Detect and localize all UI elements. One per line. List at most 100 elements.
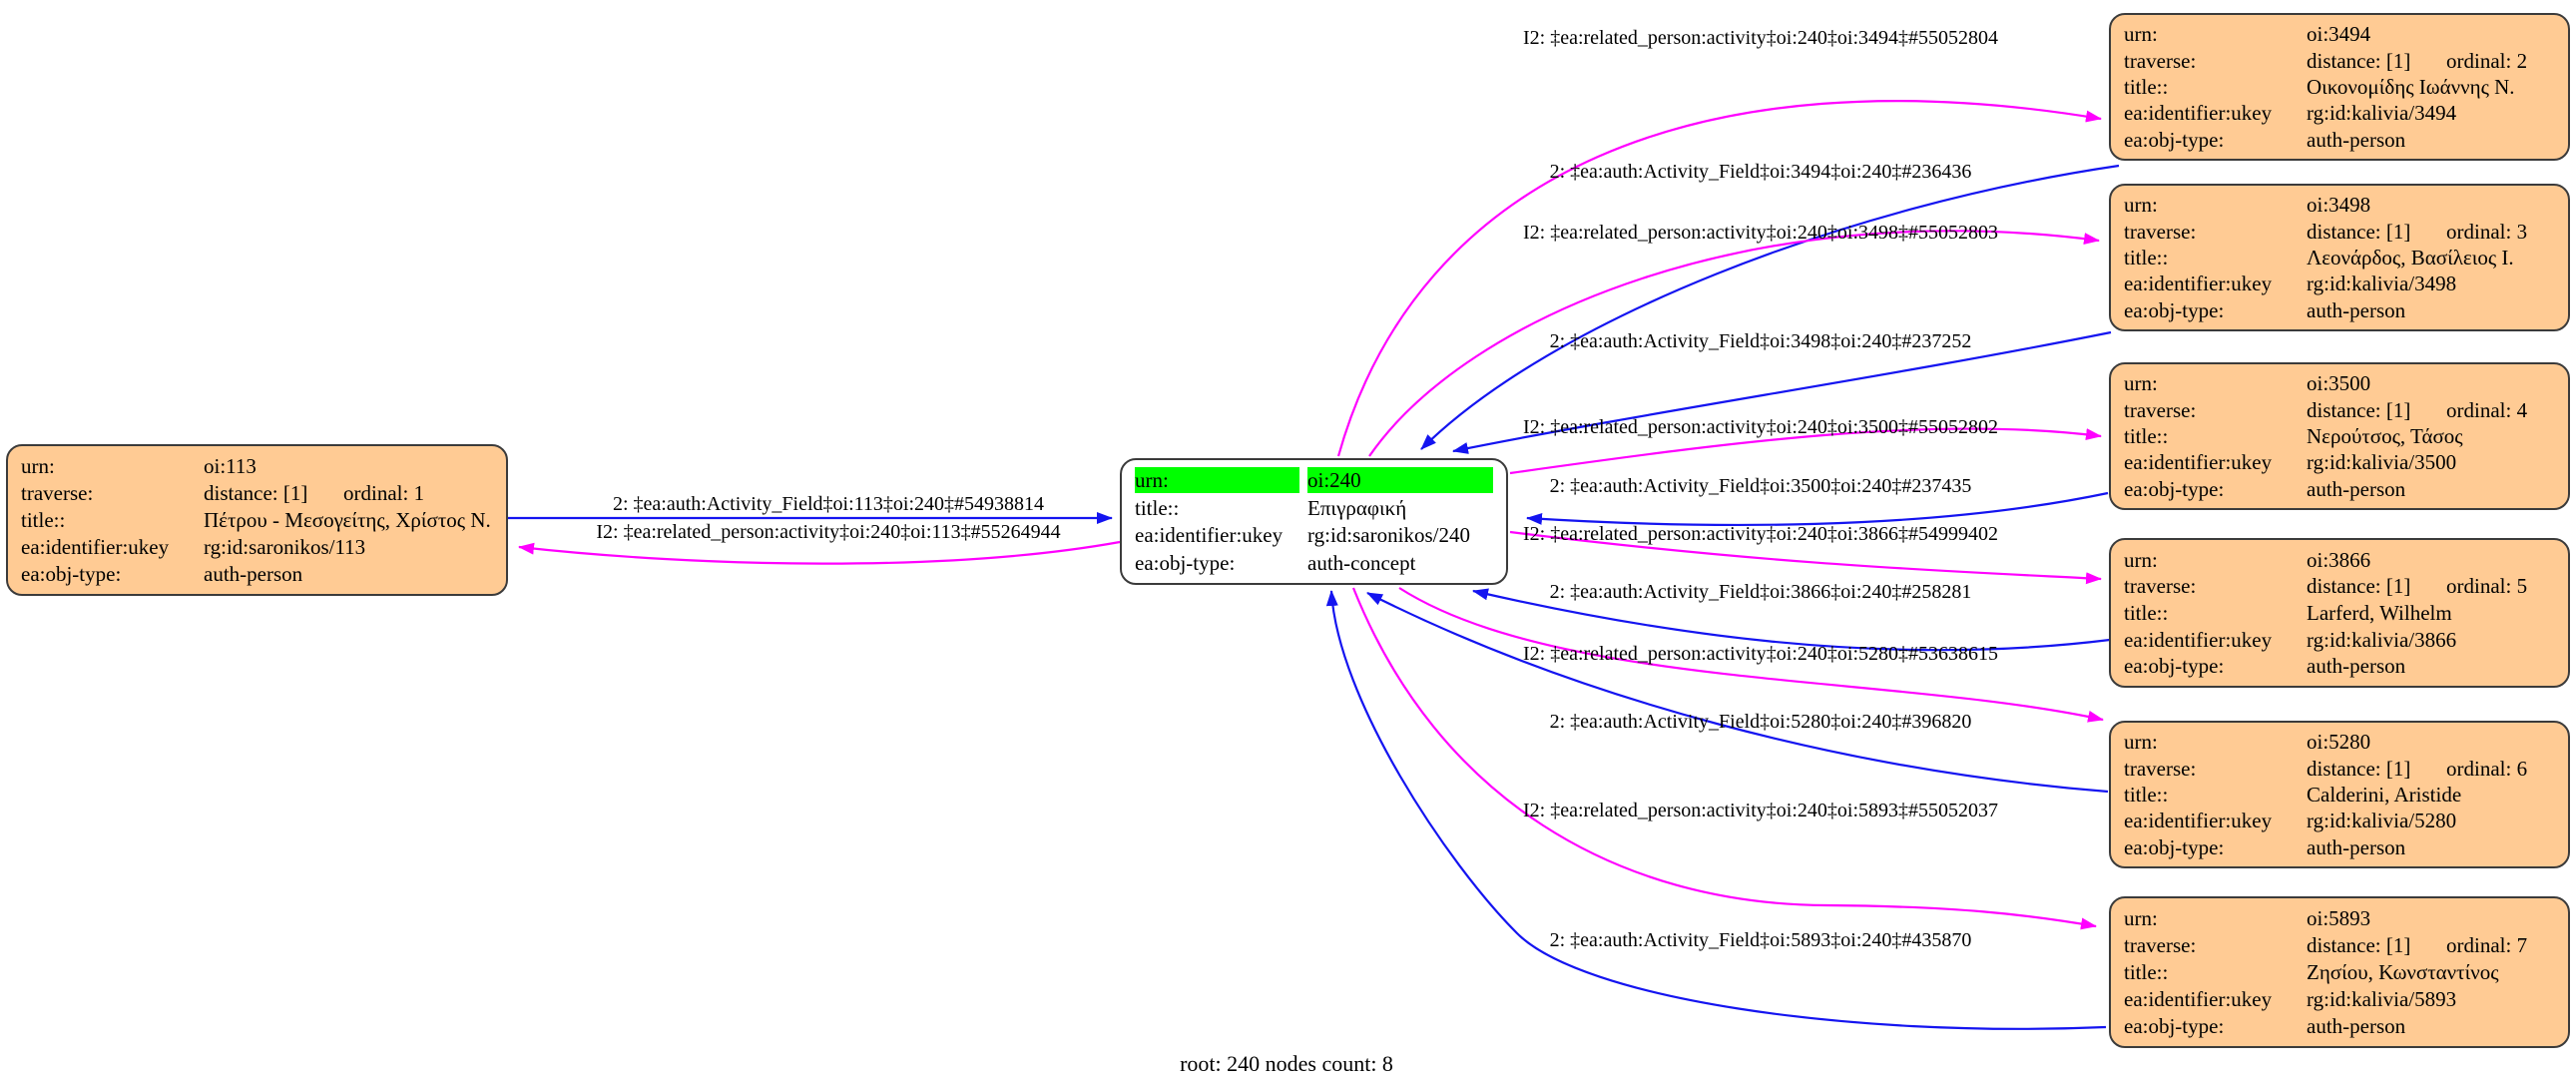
field-title: title::Λεονάρδος, Βασίλειος Ι. [2124, 245, 2555, 271]
field-key: ea:identifier:ukey [2124, 272, 2273, 296]
distance-value: distance: [1] [2307, 219, 2411, 244]
node-oi-3866[interactable]: urn:oi:3866 traverse:distance: [1]ordina… [2109, 538, 2570, 688]
field-value: oi:3494 [2307, 22, 2371, 47]
field-objtype: ea:obj-type: auth-concept [1135, 550, 1493, 576]
ordinal-value: ordinal: 7 [2446, 933, 2528, 957]
field-value: auth-person [2307, 127, 2406, 152]
field-value: distance: [1]ordinal: 2 [2307, 48, 2555, 74]
field-key: traverse: [2124, 219, 2197, 244]
field-value: oi:3500 [2307, 371, 2371, 396]
field-key: ea:obj-type: [2124, 297, 2225, 322]
field-key: traverse: [2124, 756, 2197, 781]
field-title: title::Ζησίου, Κωνσταντίνος [2124, 959, 2555, 985]
field-value: auth-person [204, 562, 303, 586]
field-traverse: traverse:distance: [1]ordinal: 5 [2124, 573, 2555, 599]
ordinal-value: ordinal: 6 [2446, 756, 2528, 781]
edge-label: I2: ‡ea:related_person:activity‡oi:240‡o… [1522, 800, 1999, 821]
field-objtype: ea:obj-type: auth-person [21, 561, 493, 587]
distance-value: distance: [1] [2307, 933, 2411, 957]
node-oi-3498[interactable]: urn: oi:3498 traverse: distance: [1] ordina… [2109, 184, 2570, 331]
field-value: auth-person [2307, 1014, 2406, 1038]
node-oi-5280[interactable]: urn:oi:5280 traverse:distance: [1]ordina… [2109, 721, 2570, 868]
field-urn: urn: oi:5280 [2124, 729, 2555, 755]
field-key: traverse: [21, 481, 94, 505]
edge-label: 2: ‡ea:auth:Activity_Field‡oi:3498‡oi:24… [1549, 330, 1972, 352]
edge-240-to-3494 [1336, 100, 2102, 457]
field-urn: urn:oi:5893 [2124, 905, 2555, 931]
node-oi-240[interactable]: urn: oi:240 title:: Επιγραφική ea:identi… [1120, 458, 1508, 585]
field-title: title::Νερούτσος, Τάσος [2124, 423, 2555, 449]
field-key: traverse: [2124, 397, 2197, 422]
field-urn: urn:oi:3494 [2124, 21, 2555, 47]
field-value-highlighted: oi:240 [1307, 467, 1493, 494]
node-oi-3500[interactable]: urn: oi:3500 traverse:distance: [1]ordina… [2109, 362, 2570, 510]
field-key: urn: [2124, 730, 2158, 755]
ordinal-value: ordinal: 4 [2446, 397, 2528, 422]
edge-label: 2: ‡ea:auth:Activity_Field‡oi:3500‡oi:24… [1549, 475, 1972, 497]
field-value: Ζησίου, Κωνσταντίνος [2307, 960, 2499, 984]
edge-label: 2: ‡ea:auth:Activity_Field‡oi:5893‡oi:24… [1549, 929, 1972, 951]
field-key: title:: [2124, 423, 2169, 448]
edge-3866-to-240 [1472, 588, 2111, 652]
field-key: urn: [2124, 371, 2158, 396]
field-objtype: ea:obj-type:auth-person [2124, 127, 2555, 153]
ordinal-value: ordinal: 5 [2446, 574, 2528, 599]
field-value: distance: [1] ordinal: 1 [204, 480, 493, 506]
edge-5893-to-240 [1325, 590, 2107, 1030]
field-key: title:: [2124, 245, 2169, 270]
edge-240-to-5893 [1351, 587, 2097, 930]
field-value: rg:id:kalivia/5280 [2307, 809, 2457, 833]
node-oi-113[interactable]: urn: oi:113 traverse: distance: [1]ordin… [6, 444, 508, 596]
field-key: traverse: [2124, 48, 2197, 73]
field-key: ea:obj-type: [2124, 834, 2225, 859]
field-value: oi:3498 [2307, 193, 2371, 218]
distance-value: distance: [1] [2307, 574, 2411, 599]
field-key: ea:identifier:ukey [2124, 450, 2273, 475]
field-title: title::Calderini, Aristide [2124, 782, 2555, 808]
field-identifier: ea:identifier:ukey rg:id:kalivia/3866 [2124, 627, 2555, 653]
field-value: auth-person [2307, 476, 2406, 501]
field-key: ea:obj-type: [1135, 550, 1236, 575]
field-key: ea:identifier:ukey [21, 535, 170, 559]
field-key: ea:identifier:ukey [2124, 627, 2273, 652]
edge-label: I2: ‡ea:related_person:activity‡oi:240‡o… [1522, 222, 1999, 244]
field-value: oi:5280 [2307, 730, 2371, 755]
field-value: rg:id:saronikos/240 [1307, 523, 1470, 548]
field-key: ea:identifier:ukey [2124, 987, 2273, 1011]
ordinal-value: ordinal: 1 [343, 481, 425, 505]
field-traverse: traverse:distance: [1]ordinal: 4 [2124, 397, 2555, 423]
field-value: Λεονάρδος, Βασίλειος Ι. [2307, 245, 2514, 270]
field-urn: urn: oi:240 [1135, 467, 1493, 494]
distance-value: distance: [1] [2307, 48, 2411, 73]
field-objtype: ea:obj-type:auth-person [2124, 1013, 2555, 1039]
field-value: rg:id:kalivia/5893 [2307, 987, 2457, 1011]
field-urn: urn:oi:3866 [2124, 547, 2555, 573]
field-title: title:: Πέτρου - Μεσογείτης, Χρίστος Ν. [21, 507, 493, 533]
field-objtype: ea:obj-type:auth-person [2124, 834, 2555, 860]
edge-label: I2: ‡ea:related_person:activity‡oi:240‡o… [1522, 523, 1999, 545]
distance-value: distance: [1] [204, 481, 308, 505]
node-oi-5893[interactable]: urn:oi:5893 traverse:distance: [1]ordina… [2109, 896, 2570, 1048]
edge-5280-to-240 [1366, 592, 2109, 794]
edge-240-to-5280 [1398, 587, 2104, 723]
ordinal-value: ordinal: 3 [2446, 219, 2528, 244]
field-key: urn: [21, 454, 55, 478]
field-key: ea:identifier:ukey [1135, 523, 1284, 548]
field-value: Calderini, Aristide [2307, 782, 2462, 807]
field-key: urn: [2124, 193, 2158, 218]
node-oi-3494[interactable]: urn:oi:3494 traverse: distance: [1]ordina… [2109, 13, 2570, 161]
field-value: Οικονομίδης Ιωάννης Ν. [2307, 74, 2515, 99]
field-urn: urn: oi:3500 [2124, 370, 2555, 396]
edge-240-to-3500 [1509, 427, 2102, 475]
field-key: title:: [2124, 600, 2169, 625]
field-objtype: ea:obj-type:auth-person [2124, 297, 2555, 323]
field-value: auth-person [2307, 654, 2406, 679]
edge-240-to-113 [518, 540, 1121, 565]
field-value: rg:id:kalivia/3866 [2307, 627, 2457, 652]
field-title: title:: Επιγραφική [1135, 495, 1493, 521]
field-value: Larferd, Wilhelm [2307, 600, 2452, 625]
field-key: title:: [1135, 495, 1180, 520]
field-value: distance: [1] ordinal: 3 [2307, 219, 2555, 245]
